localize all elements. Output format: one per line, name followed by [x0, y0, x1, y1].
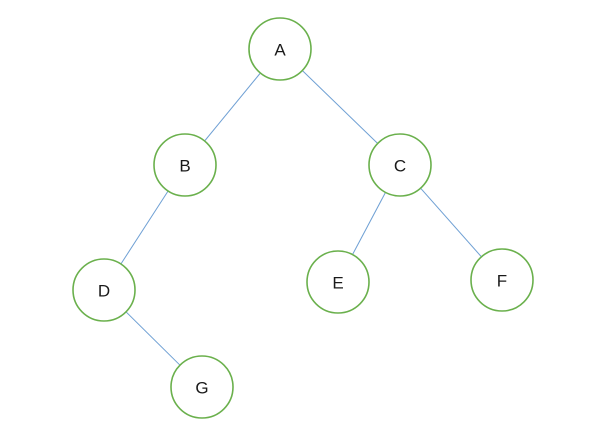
node-label: G	[195, 379, 208, 398]
node-circle	[72, 258, 136, 322]
edge-a-b	[204, 72, 261, 142]
node-b: B	[153, 133, 217, 197]
edge-d-g	[125, 311, 181, 366]
node-circle	[153, 133, 217, 197]
node-circle	[248, 17, 312, 81]
edge-a-c	[301, 70, 379, 144]
node-label: C	[394, 157, 406, 176]
node-d: D	[72, 258, 136, 322]
node-a: A	[248, 17, 312, 81]
node-label: A	[274, 41, 286, 60]
edge-b-d	[120, 190, 169, 265]
edge-c-e	[352, 192, 386, 255]
node-g: G	[170, 355, 234, 419]
node-circle	[170, 355, 234, 419]
node-circle	[306, 250, 370, 314]
node-f: F	[470, 248, 534, 312]
node-label: D	[98, 282, 110, 301]
node-c: C	[368, 133, 432, 197]
node-label: F	[497, 272, 507, 291]
node-circle	[470, 248, 534, 312]
edge-c-f	[420, 187, 482, 258]
node-e: E	[306, 250, 370, 314]
edges-layer	[120, 70, 482, 366]
nodes-layer: A B C D E F G	[72, 17, 534, 419]
node-circle	[368, 133, 432, 197]
node-label: B	[179, 157, 190, 176]
node-label: E	[332, 274, 343, 293]
